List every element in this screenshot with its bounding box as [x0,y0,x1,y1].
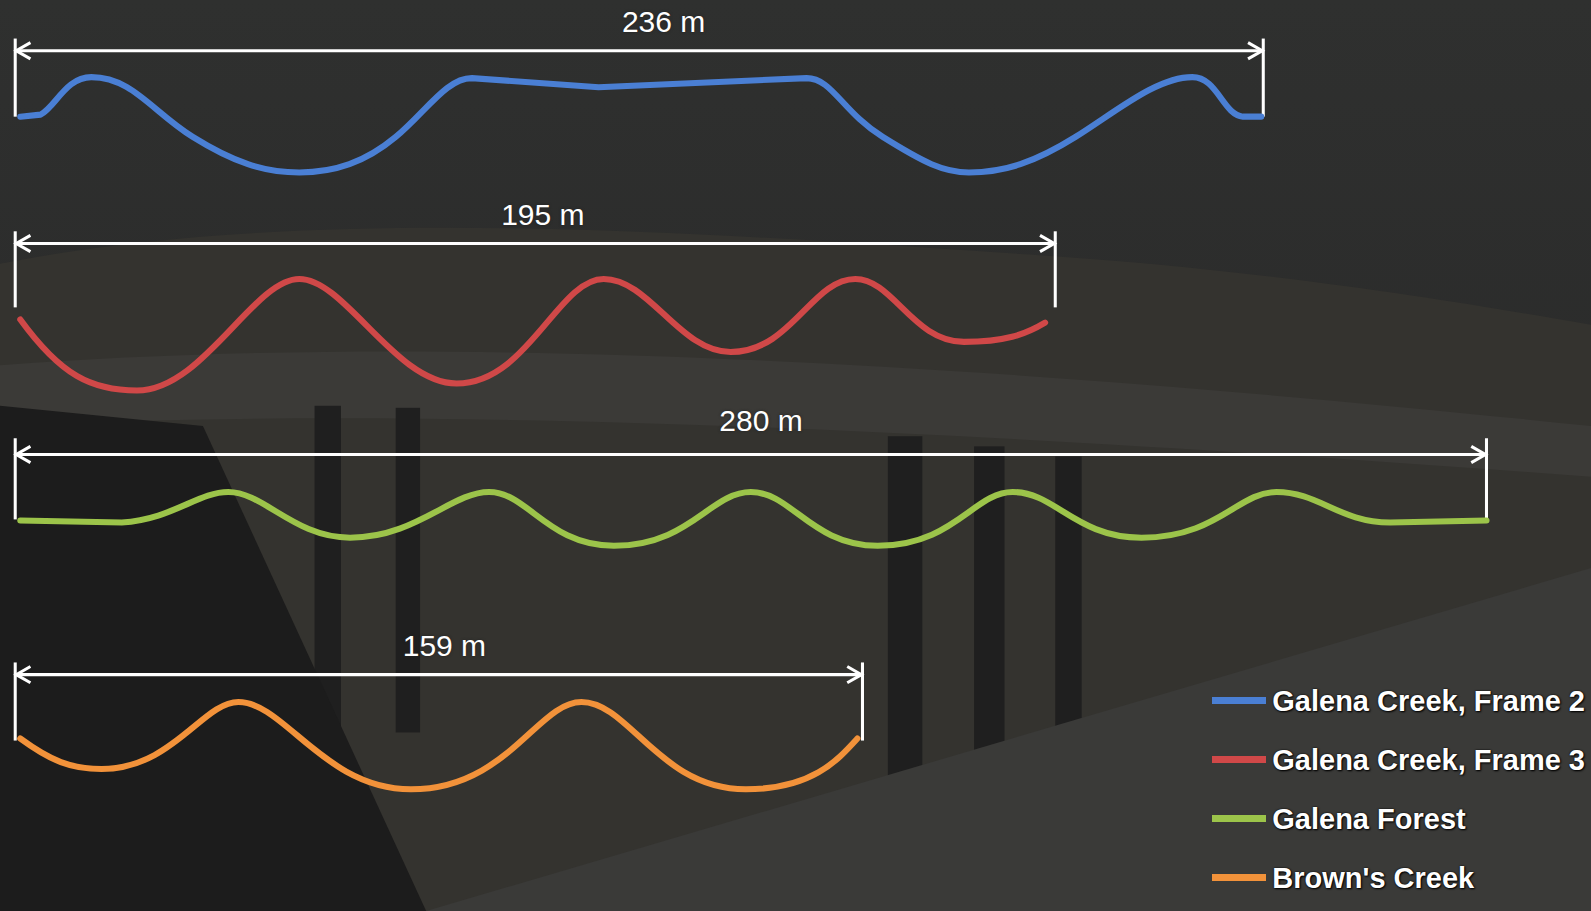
dimension-label: 159 m [403,629,486,663]
legend-entry: Galena Creek, Frame 2 [1212,671,1585,730]
dimension-label: 195 m [501,198,584,232]
legend-text: Galena Creek, Frame 3 [1272,743,1585,777]
legend: Galena Creek, Frame 2 Galena Creek, Frame… [1212,671,1585,907]
ground [426,568,1591,911]
legend-text: Brown's Creek [1272,861,1474,895]
profile-frame-2 [20,77,1261,172]
bridge-deck [0,352,1591,477]
legend-entry: Brown's Creek [1212,848,1585,907]
dimension-label: 236 m [622,5,705,39]
dimension-label: 280 m [719,404,802,438]
bridge-piers [315,406,1082,802]
dimension-lines [15,39,1486,741]
shadow [0,406,426,911]
legend-swatch [1212,697,1266,704]
legend-text: Galena Creek, Frame 2 [1272,684,1585,718]
profile-frame-3 [20,279,1045,391]
legend-entry: Galena Creek, Frame 3 [1212,730,1585,789]
legend-text: Galena Forest [1272,802,1465,836]
profile-browns-creek [20,702,857,789]
legend-entry: Galena Forest [1212,789,1585,848]
legend-swatch [1212,756,1266,763]
span-profiles [20,77,1486,789]
legend-swatch [1212,815,1266,822]
legend-swatch [1212,874,1266,881]
profile-galena-forest [20,492,1486,546]
hillside [0,228,1591,911]
